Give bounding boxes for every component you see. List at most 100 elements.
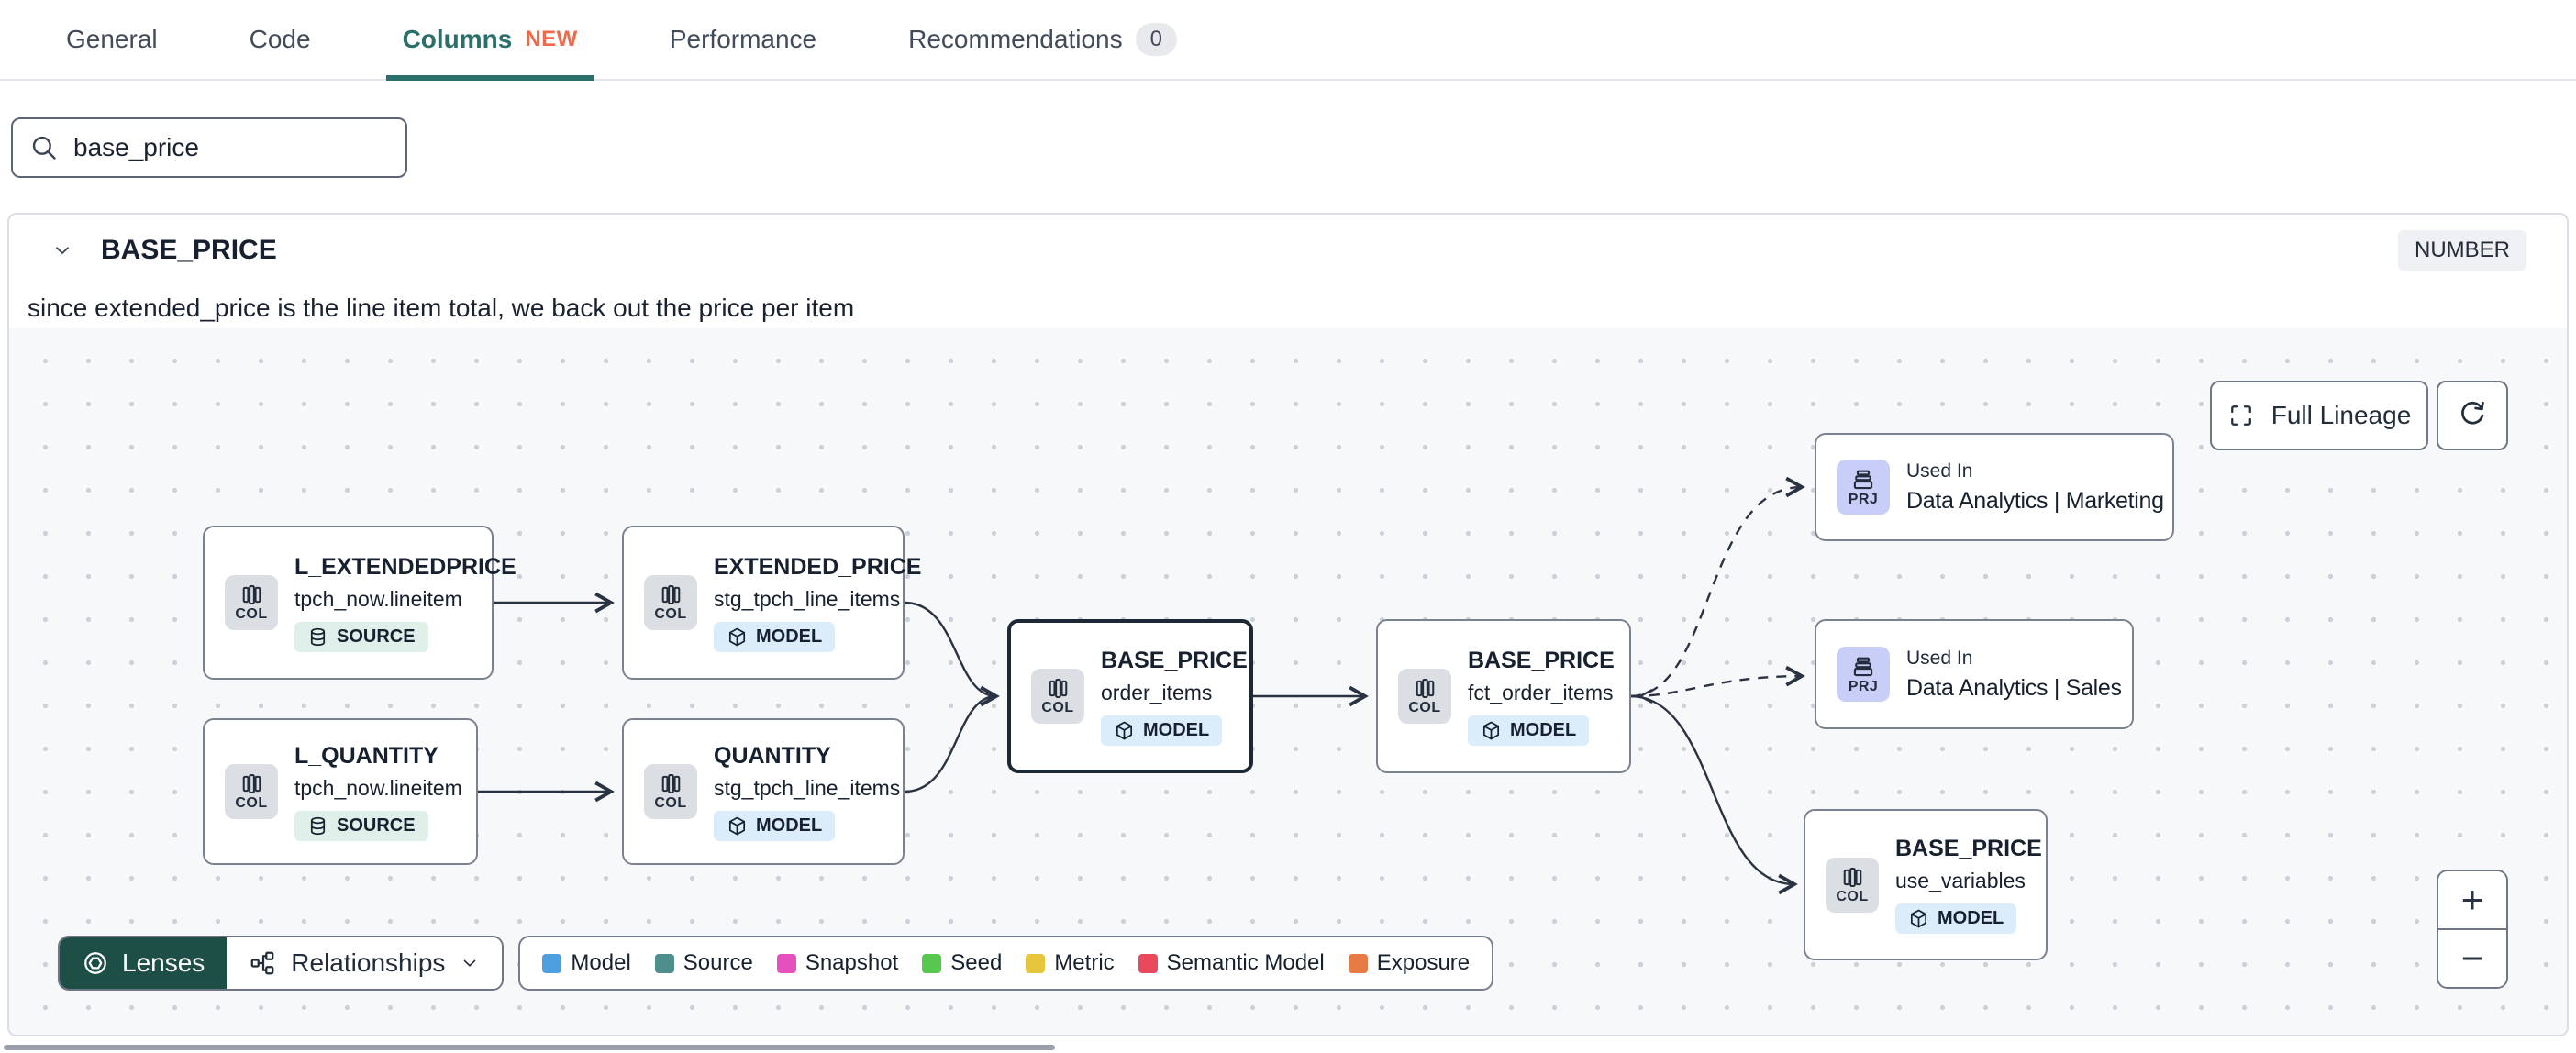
badge-label: MODEL bbox=[756, 626, 823, 647]
model-badge: MODEL bbox=[714, 621, 836, 652]
tab-recommendations[interactable]: Recommendations 0 bbox=[892, 0, 1194, 79]
lineage-node-l-extendedprice[interactable]: COL L_EXTENDEDPRICE tpch_now.lineitem SO… bbox=[203, 526, 516, 680]
cube-icon bbox=[727, 815, 748, 837]
chip-label: COL bbox=[235, 795, 268, 811]
database-icon bbox=[307, 626, 328, 648]
column-card: BASE_PRICE NUMBER since extended_price i… bbox=[7, 213, 2569, 1036]
used-in-label: Used In bbox=[1906, 460, 1973, 482]
relationships-label: Relationships bbox=[291, 948, 446, 977]
lineage-node-base-price-order-items[interactable]: COL BASE_PRICE order_items MODEL bbox=[1007, 619, 1253, 773]
graph-footer: Lenses Relationships Model Source Snapsh… bbox=[58, 936, 1494, 991]
legend-item: Metric bbox=[1026, 950, 1115, 976]
project-chip: PRJ bbox=[1837, 460, 1890, 515]
recommendations-count-badge: 0 bbox=[1135, 23, 1177, 56]
lineage-node-base-price-use-variables[interactable]: COL BASE_PRICE use_variables MODEL bbox=[1804, 809, 2048, 960]
tab-label: Code bbox=[249, 25, 311, 53]
relationships-dropdown[interactable]: Relationships bbox=[227, 937, 503, 989]
model-badge: MODEL bbox=[1101, 715, 1223, 746]
column-description: since extended_price is the line item to… bbox=[28, 294, 855, 322]
node-subtitle: use_variables bbox=[1895, 869, 2026, 892]
legend-swatch bbox=[542, 953, 562, 973]
chip-label: PRJ bbox=[1848, 491, 1879, 507]
lenses-button[interactable]: Lenses bbox=[60, 937, 228, 989]
column-chip: COL bbox=[1826, 857, 1879, 913]
refresh-icon bbox=[2456, 399, 2489, 432]
tab-label: Recommendations bbox=[908, 25, 1123, 53]
node-subtitle: stg_tpch_line_items bbox=[714, 775, 901, 800]
tab-performance[interactable]: Performance bbox=[653, 0, 833, 79]
badge-label: MODEL bbox=[756, 815, 823, 836]
zoom-controls: + − bbox=[2437, 870, 2508, 989]
legend-item: Model bbox=[542, 950, 631, 976]
badge-label: MODEL bbox=[1143, 719, 1210, 740]
chevron-down-icon[interactable] bbox=[51, 239, 73, 261]
legend-swatch bbox=[654, 953, 674, 973]
column-chip: COL bbox=[225, 575, 278, 630]
columns-icon bbox=[1840, 865, 1865, 890]
node-title: BASE_PRICE bbox=[1101, 647, 1248, 673]
expand-icon bbox=[2227, 402, 2255, 429]
columns-icon bbox=[1046, 676, 1071, 701]
legend-swatch bbox=[1026, 953, 1046, 973]
chip-label: PRJ bbox=[1848, 678, 1879, 694]
lineage-node-base-price-fct-order-items[interactable]: COL BASE_PRICE fct_order_items MODEL bbox=[1376, 619, 1631, 773]
database-icon bbox=[307, 815, 328, 837]
legend-item: Exposure bbox=[1348, 950, 1471, 976]
column-chip: COL bbox=[644, 575, 697, 630]
chip-label: COL bbox=[1041, 700, 1074, 715]
lineage-node-used-in-sales[interactable]: PRJ Used In Data Analytics | Sales bbox=[1815, 619, 2134, 729]
aperture-icon bbox=[82, 949, 109, 977]
legend-swatch bbox=[1138, 953, 1158, 973]
lineage-node-extended-price[interactable]: COL EXTENDED_PRICE stg_tpch_line_items M… bbox=[622, 526, 921, 680]
relationships-icon bbox=[249, 949, 276, 977]
full-lineage-label: Full Lineage bbox=[2271, 401, 2412, 429]
search-icon bbox=[29, 133, 59, 162]
node-title: BASE_PRICE bbox=[1468, 647, 1615, 673]
lineage-canvas[interactable]: COL L_EXTENDEDPRICE tpch_now.lineitem SO… bbox=[9, 328, 2567, 1035]
search-input[interactable] bbox=[73, 133, 389, 162]
project-icon bbox=[1850, 654, 1876, 680]
lenses-group: Lenses Relationships bbox=[58, 936, 505, 991]
chip-label: COL bbox=[235, 606, 268, 622]
legend-item: Snapshot bbox=[776, 950, 899, 976]
columns-icon bbox=[659, 771, 683, 796]
badge-label: SOURCE bbox=[337, 815, 416, 836]
tab-label: Performance bbox=[669, 25, 817, 53]
node-subtitle: tpch_now.lineitem bbox=[294, 775, 462, 800]
refresh-button[interactable] bbox=[2437, 381, 2508, 450]
cube-icon bbox=[1481, 720, 1502, 741]
legend-label: Exposure bbox=[1376, 950, 1471, 975]
zoom-out-button[interactable]: − bbox=[2438, 928, 2506, 987]
badge-label: SOURCE bbox=[337, 626, 416, 647]
column-name: BASE_PRICE bbox=[101, 235, 277, 265]
lineage-node-quantity[interactable]: COL QUANTITY stg_tpch_line_items MODEL bbox=[622, 718, 905, 865]
tab-code[interactable]: Code bbox=[233, 0, 328, 79]
chip-label: COL bbox=[654, 606, 687, 622]
node-type-legend: Model Source Snapshot Seed Metric Semant… bbox=[518, 936, 1494, 991]
legend-label: Snapshot bbox=[805, 950, 899, 975]
tab-columns[interactable]: Columns NEW bbox=[385, 0, 595, 81]
column-chip: COL bbox=[644, 764, 697, 819]
column-card-header: BASE_PRICE NUMBER bbox=[9, 215, 2567, 286]
source-badge: SOURCE bbox=[294, 810, 428, 841]
zoom-in-button[interactable]: + bbox=[2438, 871, 2506, 928]
lineage-node-used-in-marketing[interactable]: PRJ Used In Data Analytics | Marketing bbox=[1815, 433, 2174, 541]
columns-icon bbox=[1413, 676, 1438, 701]
column-chip: COL bbox=[1398, 669, 1451, 724]
tab-general[interactable]: General bbox=[50, 0, 174, 79]
chevron-down-icon bbox=[460, 953, 480, 973]
model-badge: MODEL bbox=[714, 810, 836, 841]
node-subtitle: tpch_now.lineitem bbox=[294, 586, 462, 611]
horizontal-scrollbar[interactable] bbox=[4, 1045, 1055, 1050]
badge-label: MODEL bbox=[1938, 908, 2004, 928]
node-title: EXTENDED_PRICE bbox=[714, 553, 922, 580]
chip-label: COL bbox=[654, 795, 687, 811]
lineage-node-l-quantity[interactable]: COL L_QUANTITY tpch_now.lineitem SOURCE bbox=[203, 718, 478, 865]
node-subtitle: stg_tpch_line_items bbox=[714, 586, 901, 611]
source-badge: SOURCE bbox=[294, 621, 428, 652]
cube-icon bbox=[1114, 720, 1135, 741]
cube-icon bbox=[727, 626, 748, 648]
project-name: Data Analytics | Sales bbox=[1906, 674, 2122, 701]
node-title: L_EXTENDEDPRICE bbox=[294, 553, 516, 580]
full-lineage-button[interactable]: Full Lineage bbox=[2210, 381, 2428, 450]
